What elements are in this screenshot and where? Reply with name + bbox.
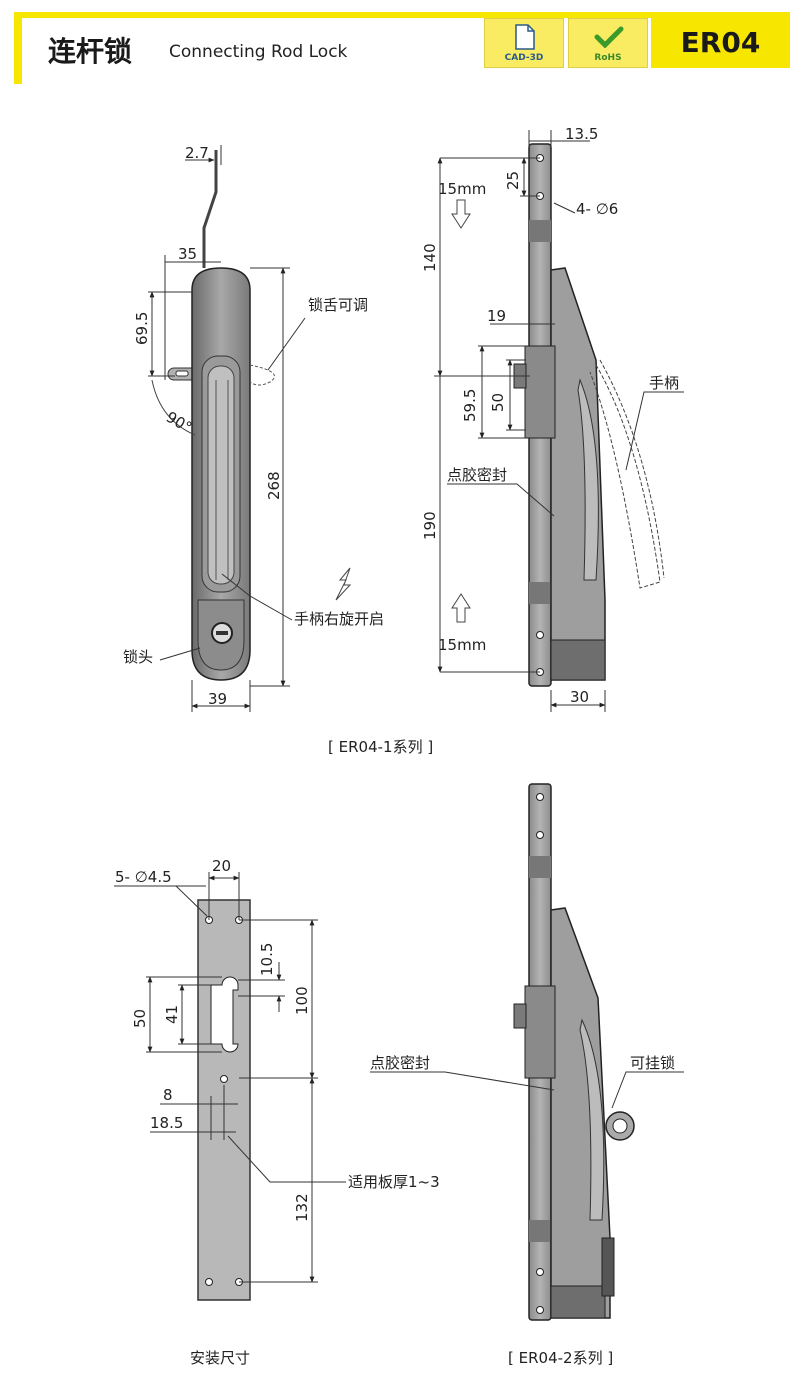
dim-39: 39 (208, 690, 227, 708)
dim-19: 19 (487, 307, 506, 325)
label-handle: 手柄 (649, 374, 679, 392)
document-icon (515, 24, 535, 50)
rohs-badge: RoHS (568, 18, 648, 68)
label-padlockable: 可挂锁 (630, 1054, 675, 1072)
dim-10-5: 10.5 (258, 943, 276, 976)
dim-41: 41 (163, 1005, 181, 1024)
caption-er04-1: [ ER04-1系列 ] (328, 738, 433, 756)
label-plate-thickness: 适用板厚1~3 (348, 1173, 440, 1191)
mounting-panel-drawing (197, 899, 251, 1301)
header-banner: 连杆锁 Connecting Rod Lock CAD-3D RoHS ER04 (14, 12, 790, 84)
er04-1-side-dimensions (434, 130, 684, 712)
dim-30: 30 (570, 688, 589, 706)
er04-1-front-dimensions (148, 145, 352, 712)
er04-1-side-view (513, 143, 665, 687)
title-english: Connecting Rod Lock (169, 42, 348, 62)
dim-18-5: 18.5 (150, 1114, 183, 1132)
label-lock-head: 锁头 (123, 648, 153, 666)
cad-3d-badge[interactable]: CAD-3D (484, 18, 564, 68)
er04-2-leaders (370, 1071, 684, 1109)
cad-3d-label: CAD-3D (504, 53, 544, 63)
dim-20: 20 (212, 857, 231, 875)
dim-35: 35 (178, 245, 197, 263)
dim-5-holes-4-5: 5- ∅4.5 (115, 868, 172, 886)
caption-mounting: 安装尺寸 (190, 1349, 250, 1367)
dim-50-mount: 50 (131, 1009, 149, 1028)
rohs-label: RoHS (594, 53, 622, 63)
dim-8: 8 (163, 1086, 173, 1104)
dim-4-holes-6: 4- ∅6 (576, 200, 618, 218)
header-accent-bar (14, 12, 22, 84)
dim-25: 25 (504, 171, 522, 190)
dim-15mm-top: 15mm (438, 180, 486, 198)
dim-59-5: 59.5 (461, 389, 479, 422)
dim-13-5: 13.5 (565, 125, 598, 143)
mounting-dimensions (114, 872, 346, 1283)
dim-50: 50 (489, 393, 507, 412)
label-glue-seal: 点胶密封 (447, 466, 507, 484)
header-top-bar (14, 12, 790, 18)
dim-69-5: 69.5 (133, 312, 151, 345)
label-tongue-adjustable: 锁舌可调 (308, 296, 368, 314)
dim-190: 190 (421, 511, 439, 540)
title-chinese: 连杆锁 (48, 35, 133, 68)
dim-2-7: 2.7 (185, 144, 209, 162)
caption-er04-2: [ ER04-2系列 ] (508, 1349, 613, 1367)
checkmark-icon (594, 26, 624, 48)
label-handle-rotate: 手柄右旋开启 (294, 610, 384, 628)
dim-268: 268 (265, 471, 283, 500)
label-glue-seal-2: 点胶密封 (370, 1054, 430, 1072)
dim-140: 140 (421, 243, 439, 272)
product-code: ER04 (680, 26, 761, 59)
dim-15mm-bottom: 15mm (438, 636, 486, 654)
dim-100: 100 (293, 986, 311, 1015)
er04-1-front-view (151, 150, 275, 681)
dim-132: 132 (293, 1193, 311, 1222)
er04-2-side-view (513, 783, 635, 1321)
product-code-box: ER04 (651, 18, 790, 68)
